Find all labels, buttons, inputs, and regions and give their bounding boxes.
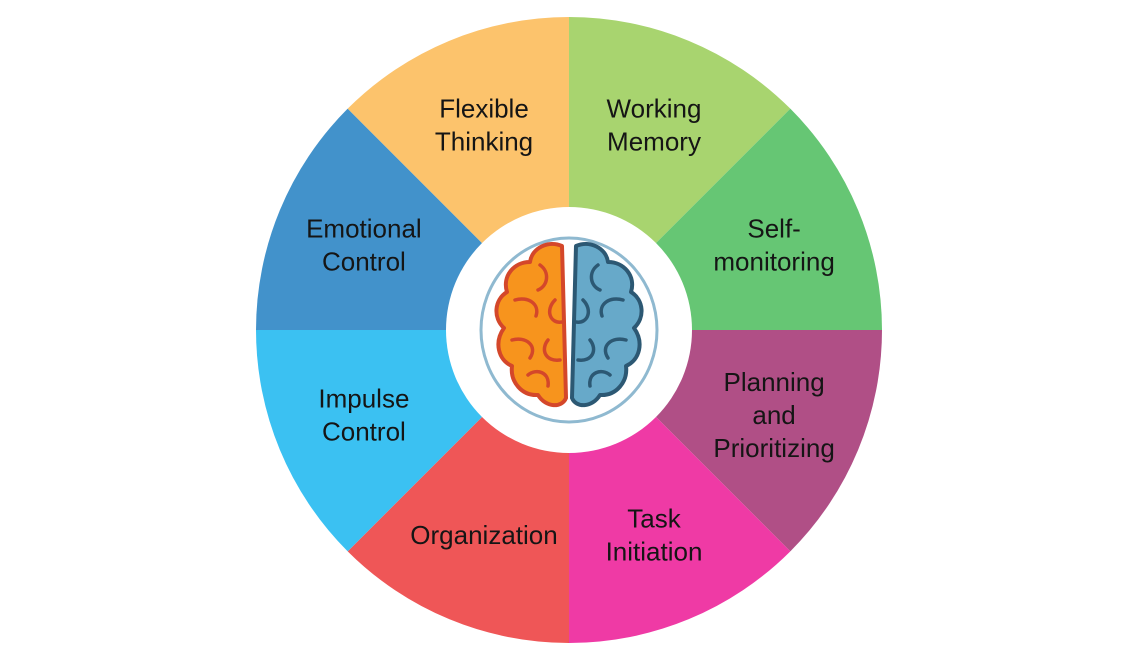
segment-label-line: Control bbox=[322, 247, 406, 277]
segment-label-line: Task bbox=[627, 504, 681, 534]
segment-label-line: and bbox=[752, 400, 795, 430]
segment-label-line: Impulse bbox=[318, 384, 409, 414]
segment-label-line: Control bbox=[322, 417, 406, 447]
brain-right-folds bbox=[574, 263, 628, 388]
segment-label-line: Planning bbox=[723, 367, 824, 397]
segment-label-line: Initiation bbox=[606, 537, 703, 567]
brain-icon bbox=[479, 236, 659, 424]
segment-label-line: Organization bbox=[410, 520, 557, 550]
brain-left-hemisphere bbox=[494, 242, 568, 408]
segment-label-line: Working bbox=[607, 93, 702, 123]
segment-label-line: Emotional bbox=[306, 214, 422, 244]
segment-label-line: Thinking bbox=[435, 126, 533, 156]
segment-label-line: Prioritizing bbox=[713, 433, 834, 463]
segment-label-line: Memory bbox=[607, 126, 701, 156]
brain-left-folds bbox=[510, 263, 564, 388]
segment-label-4: Organization bbox=[410, 520, 557, 550]
segment-label-line: monitoring bbox=[713, 247, 834, 277]
segment-label-line: Self- bbox=[747, 214, 800, 244]
segment-label-line: Flexible bbox=[439, 93, 529, 123]
segment-label-1: Self-monitoring bbox=[713, 214, 834, 277]
brain-right-hemisphere bbox=[570, 242, 644, 408]
